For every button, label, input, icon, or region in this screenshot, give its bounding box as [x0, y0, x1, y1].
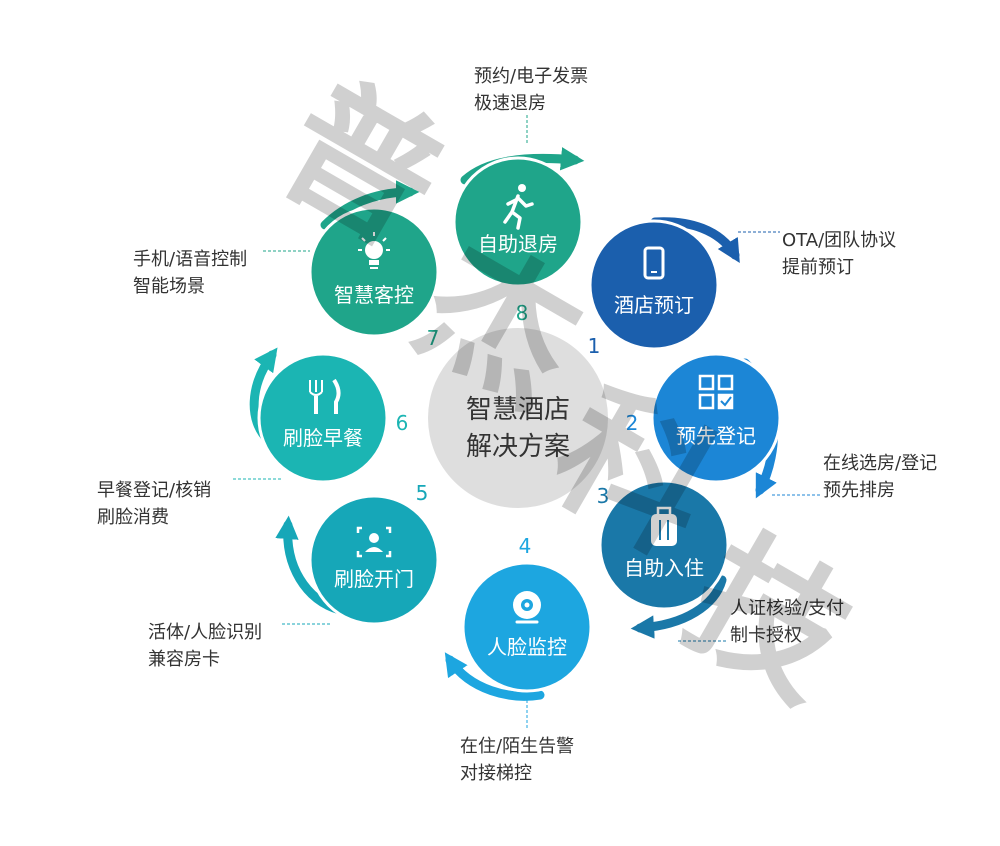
step-number-1: 1 [588, 334, 601, 358]
node-2-label: 预先登记 [676, 424, 756, 448]
center-circle [428, 328, 608, 508]
node-7-label: 智慧客控 [334, 283, 414, 307]
node-6-desc-line2: 刷脸消费 [97, 507, 169, 528]
node-8-label: 自助退房 [478, 232, 558, 256]
node-7-desc-line1: 手机/语音控制 [133, 249, 247, 270]
node-4-desc-line2: 对接梯控 [460, 763, 532, 784]
node-5-label: 刷脸开门 [334, 567, 414, 591]
node-5-face-door-open: 刷脸开门 [308, 494, 440, 626]
node-3-self-checkin: 自助入住 [598, 479, 730, 611]
center-title-line1: 智慧酒店 [466, 395, 570, 425]
node-3-label: 自助入住 [624, 556, 704, 580]
node-2-desc-line2: 预先排房 [823, 480, 895, 501]
node-4-desc-line1: 在住/陌生告警 [460, 736, 574, 757]
running-exit-icon [503, 184, 534, 230]
step-number-5: 5 [416, 481, 429, 505]
node-2-desc-line1: 在线选房/登记 [823, 453, 937, 474]
node-3-desc-line2: 制卡授权 [730, 625, 802, 646]
node-6-desc-line1: 早餐登记/核销 [97, 480, 211, 501]
node-1-hotel-booking: 酒店预订 [588, 219, 720, 351]
node-1-desc-line1: OTA/团队协议 [782, 230, 896, 251]
node-1-label: 酒店预订 [614, 293, 694, 317]
step-number-7: 7 [427, 326, 440, 350]
arrow-7 [320, 180, 420, 230]
arrow-3 [630, 575, 727, 639]
node-3-desc-line1: 人证核验/支付 [730, 598, 844, 619]
node-5-desc-line2: 兼容房卡 [148, 649, 220, 670]
luggage-icon [651, 506, 677, 546]
node-8-self-checkout: 自助退房 [452, 156, 584, 288]
node-8-desc-line2: 极速退房 [474, 93, 546, 114]
step-number-3: 3 [597, 484, 610, 508]
node-7-smart-room-control: 智慧客控 [308, 206, 440, 338]
node-8-desc-line1: 预约/电子发票 [474, 66, 588, 87]
arrow-4 [444, 652, 545, 701]
webcam-icon [513, 591, 541, 624]
node-6-face-breakfast: 刷脸早餐 [257, 352, 389, 484]
node-4-face-monitoring: 人脸监控 [461, 561, 593, 693]
face-scan-icon [356, 526, 392, 558]
center-title-line2: 解决方案 [466, 432, 570, 462]
node-4-label: 人脸监控 [487, 635, 567, 659]
smartphone-icon [643, 246, 665, 280]
step-number-4: 4 [519, 534, 532, 558]
node-2-pre-registration: 预先登记 [650, 352, 782, 484]
node-6-label: 刷脸早餐 [283, 426, 363, 450]
step-number-8: 8 [516, 301, 529, 325]
node-1-desc-line2: 提前预订 [782, 257, 854, 278]
watermark-char-1: 普 [253, 53, 470, 279]
fork-knife-icon [309, 378, 341, 414]
step-number-2: 2 [626, 411, 639, 435]
node-7-desc-line2: 智能场景 [133, 276, 205, 297]
node-5-desc-line1: 活体/人脸识别 [148, 622, 262, 643]
light-bulb-icon [358, 232, 390, 269]
step-number-6: 6 [396, 411, 409, 435]
qr-checkbox-icon [698, 374, 734, 410]
